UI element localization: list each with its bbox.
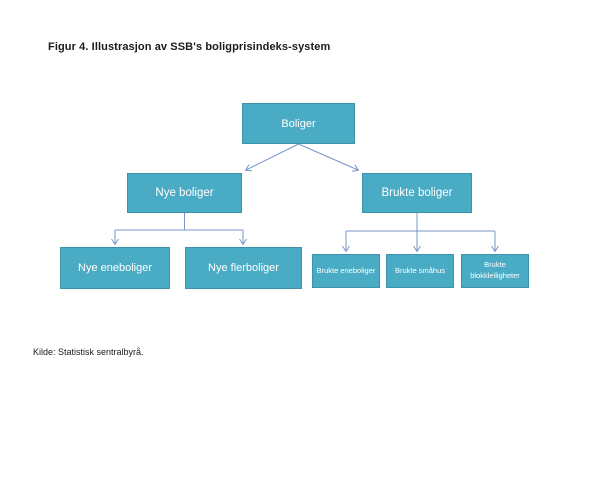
node-nye-flerboliger: Nye flerboliger [185,247,302,289]
node-boliger: Boliger [242,103,355,144]
node-nye-eneboliger: Nye eneboliger [60,247,170,289]
source-note: Kilde: Statistisk sentralbyrå. [33,347,144,357]
node-nye-boliger: Nye boliger [127,173,242,213]
node-brukte-blokkleiligheter: Brukte blokkleiligheter [461,254,529,288]
figure-title: Figur 4. Illustrasjon av SSB's boligpris… [48,41,331,53]
node-brukte-boliger: Brukte boliger [362,173,472,213]
node-brukte-smahus: Brukte småhus [386,254,454,288]
node-brukte-eneboliger: Brukte eneboliger [312,254,380,288]
